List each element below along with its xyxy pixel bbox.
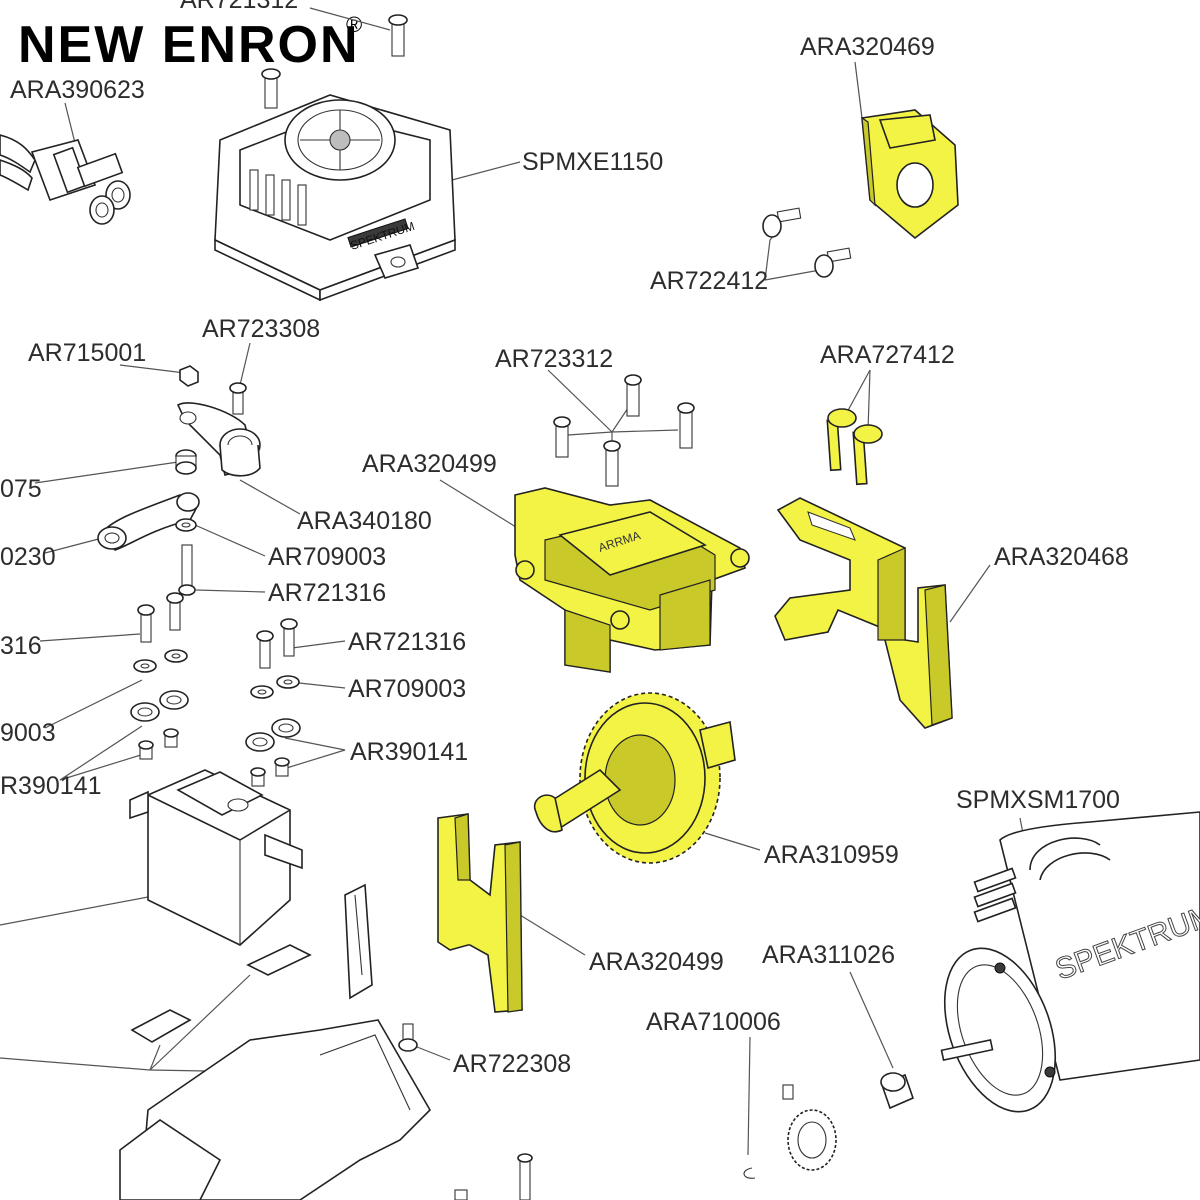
label-ara710006: ARA710006 [646, 1008, 781, 1036]
screws-ar721316-b [256, 618, 298, 669]
battery-connector-ara390623 [0, 134, 131, 225]
screw-ar723308 [229, 382, 247, 415]
label-ar721316-a: AR721316 [268, 579, 386, 607]
label-ar723312: AR723312 [495, 345, 613, 373]
screws-left-316 [137, 592, 184, 643]
label-ar709003-b: AR709003 [348, 675, 466, 703]
label-spmxsm1700: SPMXSM1700 [956, 786, 1120, 814]
pinion-gear [782, 1084, 837, 1171]
label-ar721316-b: AR721316 [348, 628, 466, 656]
label-ara320468: ARA320468 [994, 543, 1129, 571]
screw-esc-mount [261, 68, 281, 109]
label-ara310959: ARA310959 [764, 841, 899, 869]
chassis-plate [119, 1019, 431, 1200]
bushing-ara311026 [880, 1072, 914, 1110]
motor-spmxsm1700: SPEKTRUM [940, 811, 1200, 1113]
label-left-316: 316 [0, 632, 42, 660]
steering-link-0230 [97, 492, 200, 551]
washer-ar709003-a [175, 518, 197, 532]
screws-bottom [454, 1153, 533, 1200]
screws-ara727412 [826, 408, 883, 486]
label-left-075: 075 [0, 475, 42, 503]
label-ara311026: ARA311026 [762, 941, 895, 969]
label-ar722308: AR722308 [453, 1050, 571, 1078]
label-ara390623: ARA390623 [10, 76, 145, 104]
washers-ar709003-b [250, 675, 300, 699]
label-ara320499-top: ARA320499 [362, 450, 497, 478]
brand-name: NEW ENRON [18, 16, 360, 74]
bushing-075 [175, 449, 197, 475]
screw-ar722308 [398, 1023, 418, 1052]
label-ara320499-bottom: ARA320499 [589, 948, 724, 976]
pads-left [130, 944, 312, 1043]
screws-ar722412 [762, 207, 852, 278]
spur-gear-ara310959 [533, 692, 736, 864]
battery-strap-post [344, 883, 373, 1000]
label-top-cut: AR721312 [180, 0, 298, 14]
callout-labels: AR721312 ARA390623 SPMXE1150 ARA320469 A… [0, 0, 1129, 1078]
label-ara340180: ARA340180 [297, 507, 432, 535]
motor-plate-ara320468 [774, 497, 953, 729]
grommets-left [130, 690, 189, 760]
label-ar723308: AR723308 [202, 315, 320, 343]
screw-ar721316-a [178, 544, 196, 596]
servo-saver-ara340180 [176, 402, 261, 477]
label-ar715001: AR715001 [28, 339, 146, 367]
label-left-0230: 0230 [0, 543, 56, 571]
screws-ar723312 [553, 374, 695, 487]
label-spmxe1150: SPMXE1150 [522, 148, 663, 176]
brand-logo: NEW ENRON ® [18, 12, 362, 74]
leader-lines [0, 7, 1031, 1156]
diff-mount-ara320499-bottom [437, 813, 523, 1013]
nut-ar715001 [179, 365, 199, 387]
label-left-r390141: R390141 [0, 772, 101, 800]
label-ar722412: AR722412 [650, 267, 768, 295]
label-ara727412: ARA727412 [820, 341, 955, 369]
motor-mount-ara320469 [861, 109, 959, 240]
esc-spmxe1150: SPEKTRUM [214, 94, 456, 302]
washers-left [133, 649, 188, 673]
clip-ara710006 [743, 1167, 756, 1179]
registered-mark: ® [346, 12, 362, 37]
label-ara320469: ARA320469 [800, 33, 935, 61]
diff-housing-ara320499: ARRMA [514, 487, 750, 673]
grommets-ar390141 [245, 718, 301, 787]
label-left-9003: 9003 [0, 719, 56, 747]
label-ar709003-a: AR709003 [268, 543, 386, 571]
screw-ar721312 [388, 14, 408, 57]
label-ar390141-right: AR390141 [350, 738, 468, 766]
servo [129, 769, 303, 946]
